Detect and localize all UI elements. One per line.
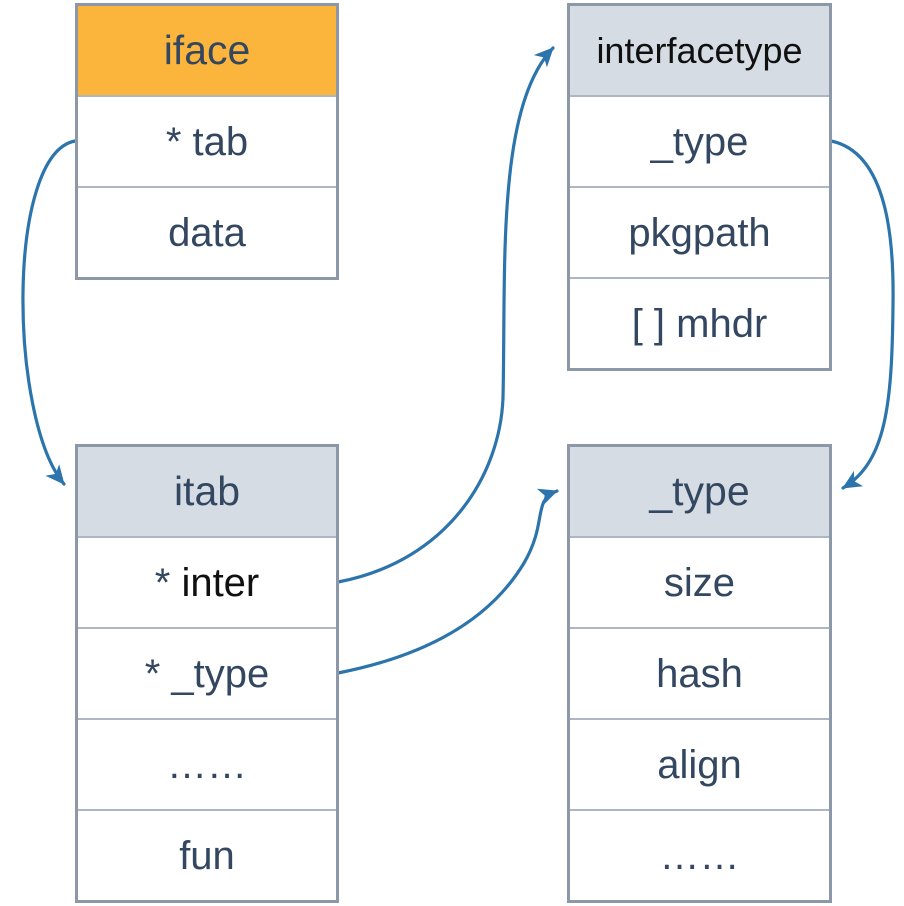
itab-table: itab * inter * _type …… fun: [75, 444, 339, 903]
itab-field-inter-label: inter: [181, 560, 260, 605]
itab-field-fun: fun: [78, 809, 336, 900]
iface-header: iface: [78, 6, 336, 95]
itab-field-inter-star: *: [154, 560, 182, 605]
interfacetype-field-pkgpath: pkgpath: [570, 186, 829, 277]
iface-field-tab-label: * tab: [165, 119, 249, 164]
type-field-align-label: align: [657, 742, 742, 787]
type-header: _type: [570, 447, 829, 536]
interfacetype-field-mhdr-label: [ ] mhdr: [631, 301, 768, 346]
arrow-itab-inter-to-interfacetype: [336, 46, 555, 584]
type-header-label: _type: [649, 468, 750, 514]
type-field-ellipsis: ……: [570, 809, 829, 900]
itab-header-label: itab: [173, 468, 241, 514]
type-field-ellipsis-label: ……: [659, 833, 740, 878]
interfacetype-header-label: interfacetype: [596, 29, 803, 71]
type-field-hash: hash: [570, 627, 829, 718]
type-table: _type size hash align ……: [567, 444, 832, 903]
type-field-hash-label: hash: [656, 651, 743, 696]
interfacetype-table: interfacetype _type pkgpath [ ] mhdr: [567, 3, 832, 371]
itab-field-type-label: * _type: [144, 651, 270, 696]
itab-field-fun-label: fun: [179, 833, 235, 878]
interfacetype-header: interfacetype: [570, 6, 829, 95]
arrow-interfacetype-type-to-type: [829, 139, 895, 490]
iface-field-tab: * tab: [78, 95, 336, 186]
interfacetype-field-mhdr: [ ] mhdr: [570, 277, 829, 368]
itab-field-ellipsis: ……: [78, 718, 336, 809]
interfacetype-field-pkgpath-label: pkgpath: [628, 210, 771, 255]
type-field-align: align: [570, 718, 829, 809]
type-field-size: size: [570, 536, 829, 627]
itab-field-type: * _type: [78, 627, 336, 718]
type-field-size-label: size: [663, 560, 736, 605]
iface-field-data: data: [78, 186, 336, 277]
iface-header-label: iface: [163, 27, 251, 73]
itab-field-ellipsis-label: ……: [167, 742, 247, 787]
interfacetype-field-type-label: _type: [650, 119, 749, 164]
interfacetype-field-type: _type: [570, 95, 829, 186]
iface-table: iface * tab data: [75, 3, 339, 280]
iface-field-data-label: data: [168, 210, 246, 255]
itab-header: itab: [78, 447, 336, 536]
itab-field-inter: * inter: [78, 536, 336, 627]
arrow-itab-type-to-type: [336, 488, 559, 675]
arrow-iface-tab-to-itab: [21, 139, 77, 486]
